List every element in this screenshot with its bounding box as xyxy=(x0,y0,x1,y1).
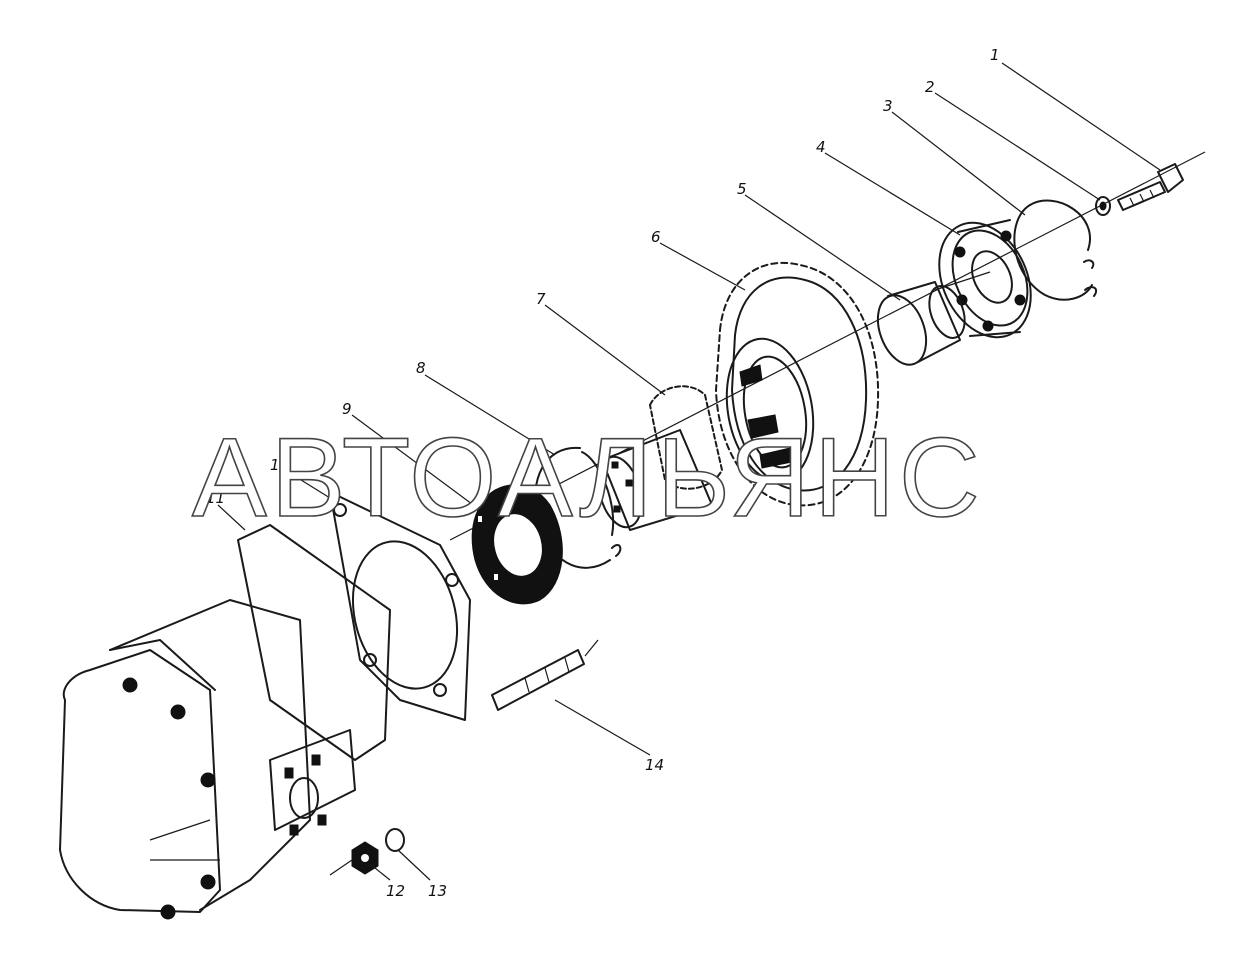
part-shaft[interactable] xyxy=(869,271,991,371)
part-lock-washer[interactable] xyxy=(385,828,405,852)
callout-7: 7 xyxy=(536,290,546,308)
part-stud-pin[interactable] xyxy=(491,639,599,711)
callout-4: 4 xyxy=(816,138,826,156)
callout-6: 6 xyxy=(651,228,661,246)
part-large-gear[interactable] xyxy=(715,261,880,507)
part-nut[interactable] xyxy=(351,841,379,875)
part-gasket[interactable] xyxy=(329,491,473,721)
callout-3: 3 xyxy=(883,97,893,115)
part-snap-ring-large[interactable] xyxy=(1013,199,1098,301)
callout-5: 5 xyxy=(737,180,747,198)
callout-10: 10 xyxy=(270,456,289,474)
callout-12: 12 xyxy=(386,882,405,900)
callout-2: 2 xyxy=(925,78,935,96)
callout-14: 14 xyxy=(645,756,664,774)
leader-lines xyxy=(217,62,1161,881)
callout-13: 13 xyxy=(428,882,447,900)
part-ball-bearing[interactable] xyxy=(922,208,1049,352)
callout-8: 8 xyxy=(416,359,426,377)
callout-labels: 1 2 3 4 5 6 7 8 9 10 11 12 13 14 xyxy=(206,46,1000,900)
watermark-text: АВТОАЛЬЯНС xyxy=(192,415,984,540)
callout-1: 1 xyxy=(990,46,1000,64)
part-washer[interactable] xyxy=(1095,196,1111,216)
assembly-axis xyxy=(449,151,1206,541)
part-bolt[interactable] xyxy=(1117,163,1184,211)
callout-11: 11 xyxy=(206,489,225,507)
part-spacer-ring[interactable] xyxy=(471,484,563,605)
callout-9: 9 xyxy=(342,400,352,418)
part-pump-body[interactable] xyxy=(59,524,391,920)
part-gear-hub[interactable] xyxy=(591,385,723,532)
